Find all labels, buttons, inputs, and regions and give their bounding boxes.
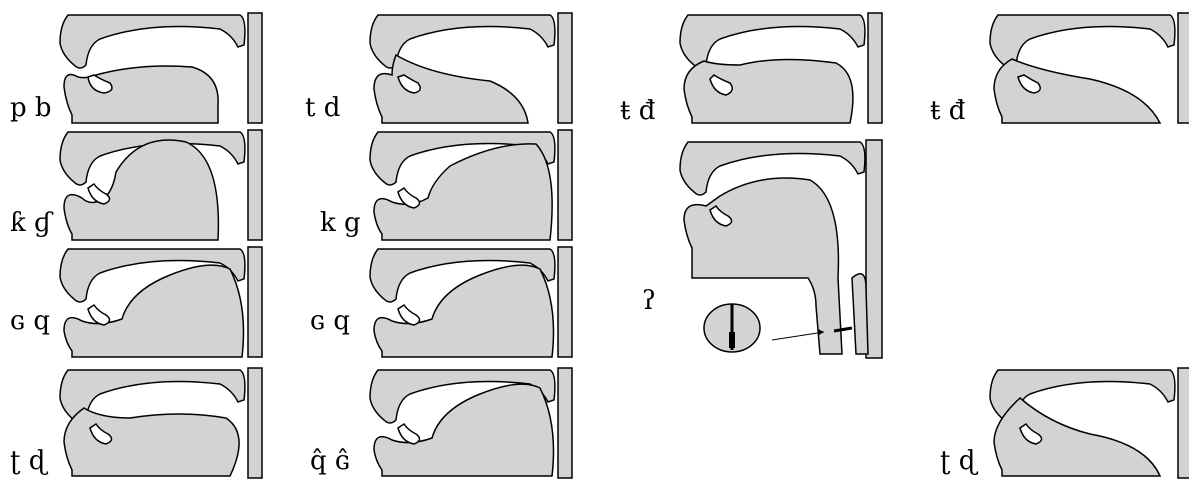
panel-glottal: ʔ: [620, 128, 890, 358]
vocal-tract-figure: [620, 5, 890, 130]
panel-uvular-retracted: q̂ ɢ̂: [310, 364, 540, 476]
vocal-tract-figure: [0, 5, 270, 130]
panel-dental-2: ŧ đ: [930, 5, 1160, 117]
vocal-tract-figure: [310, 5, 580, 130]
vocal-tract-figure: [310, 128, 580, 253]
panel-uvular: ɢ q: [310, 245, 540, 357]
vocal-tract-figure: [930, 5, 1189, 130]
vocal-tract-figure: [620, 128, 890, 363]
vocal-tract-figure: [310, 245, 580, 370]
panel-bilabial: p b: [0, 5, 230, 117]
vocal-tract-figure: [0, 128, 270, 253]
panel-uvular-implosive: ɢ q: [0, 245, 230, 357]
vocal-tract-figure: [0, 364, 270, 479]
panel-retroflex: ʈ ɖ: [940, 364, 1170, 476]
panel-dental: ŧ đ: [620, 5, 850, 117]
panel-retroflex-sublaminal: ʈ ɖ: [0, 364, 230, 476]
panel-alveolar: t d: [310, 5, 540, 117]
vocal-tract-figure: [310, 364, 580, 479]
vocal-tract-figure: [940, 364, 1189, 479]
panel-velar: k g: [310, 128, 540, 240]
panel-velar-implosive: ƙ ɠ: [0, 128, 230, 240]
vocal-tract-figure: [0, 245, 270, 370]
